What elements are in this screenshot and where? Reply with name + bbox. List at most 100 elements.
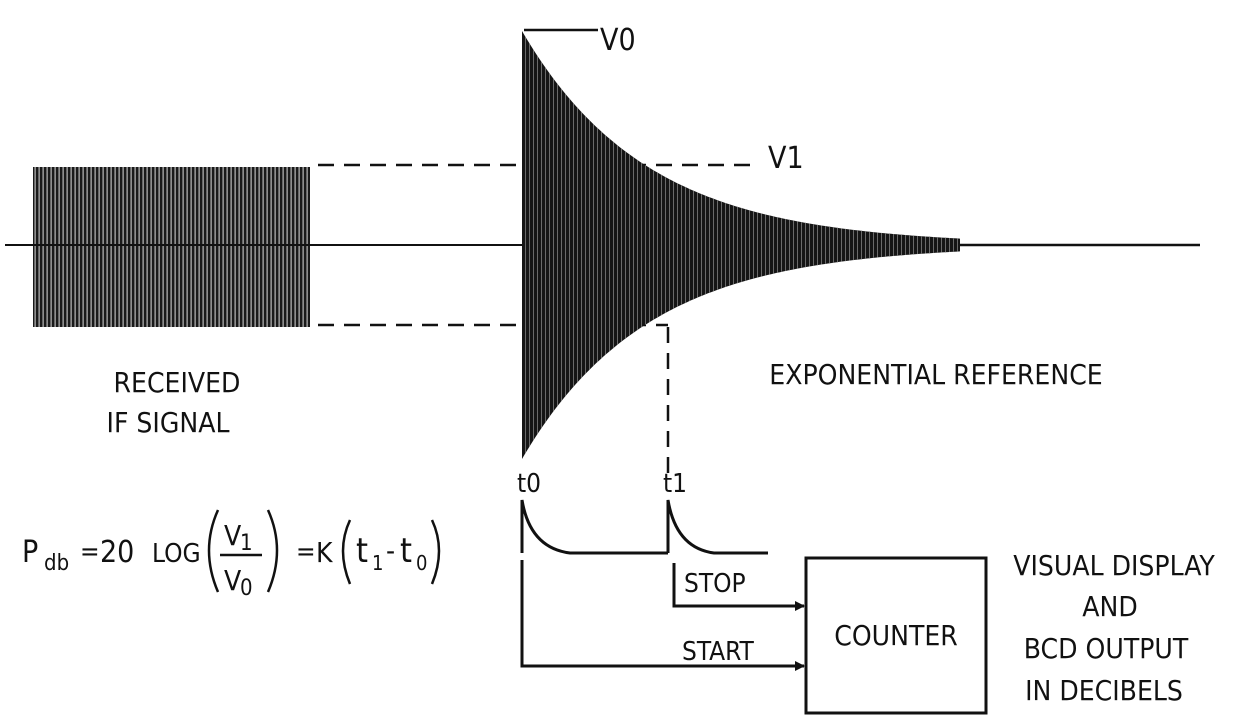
carrier-stripe: [833, 31, 834, 459]
counter-box: [804, 556, 988, 715]
carrier-stripe: [561, 31, 562, 459]
carrier-stripe: [765, 31, 766, 459]
carrier-stripe: [601, 31, 602, 459]
start-label: START: [682, 637, 754, 667]
carrier-stripe: [793, 31, 794, 459]
carrier-stripe: [657, 31, 658, 459]
carrier-stripe: [729, 31, 730, 459]
carrier-stripe: [645, 31, 646, 459]
carrier-stripe: [549, 31, 550, 459]
formula-p: P: [22, 535, 38, 570]
carrier-stripe: [653, 31, 654, 459]
formula-numerator-subscript: 1: [240, 531, 253, 556]
carrier-stripe: [641, 31, 642, 459]
formula-equals: =: [80, 537, 100, 567]
carrier-stripe: [865, 31, 866, 459]
carrier-stripe: [857, 31, 858, 459]
carrier-stripe: [913, 31, 914, 459]
formula-left-paren-2: [341, 519, 352, 585]
carrier-stripe: [949, 31, 950, 459]
carrier-stripe: [937, 31, 938, 459]
carrier-stripe: [773, 31, 774, 459]
carrier-stripe: [861, 31, 862, 459]
carrier-stripe: [893, 31, 894, 459]
carrier-stripe: [873, 31, 874, 459]
carrier-stripe: [717, 31, 718, 459]
carrier-stripe: [801, 31, 802, 459]
carrier-stripe: [917, 31, 918, 459]
carrier-stripe: [753, 31, 754, 459]
carrier-stripe: [661, 31, 662, 459]
formula-denominator-subscript: 0: [240, 576, 253, 601]
received-if-signal-waveform: [33, 167, 310, 327]
carrier-stripe: [933, 31, 934, 459]
carrier-stripe: [881, 31, 882, 459]
exponential-reference-label: EXPONENTIAL REFERENCE: [769, 358, 1102, 391]
carrier-stripe: [705, 31, 706, 459]
formula-minus: -: [386, 534, 395, 567]
carrier-stripe: [669, 31, 670, 459]
carrier-stripe: [769, 31, 770, 459]
carrier-stripe: [889, 31, 890, 459]
carrier-stripe: [757, 31, 758, 459]
formula-right-paren-2: [430, 519, 441, 585]
carrier-stripe: [573, 31, 574, 459]
carrier-stripe: [929, 31, 930, 459]
carrier-stripe: [533, 31, 534, 459]
carrier-stripe: [741, 31, 742, 459]
formula-equals-2: =: [296, 537, 316, 567]
carrier-stripe: [609, 31, 610, 459]
output-label-line3: BCD OUTPUT: [1024, 632, 1189, 665]
carrier-stripe: [761, 31, 762, 459]
carrier-stripe: [905, 31, 906, 459]
t1-label: t1: [663, 469, 687, 499]
carrier-stripe: [877, 31, 878, 459]
decay-carrier-stripes: [525, 31, 958, 459]
carrier-stripe: [541, 31, 542, 459]
carrier-stripe: [821, 31, 822, 459]
carrier-stripe: [597, 31, 598, 459]
carrier-stripe: [637, 31, 638, 459]
carrier-stripe: [593, 31, 594, 459]
carrier-stripe: [525, 31, 526, 459]
stop-label: STOP: [684, 569, 746, 599]
carrier-stripe: [677, 31, 678, 459]
formula-denominator-v: V: [224, 564, 242, 597]
carrier-stripe: [845, 31, 846, 459]
formula-t1: t: [356, 531, 368, 571]
carrier-stripe: [697, 31, 698, 459]
carrier-stripe: [841, 31, 842, 459]
output-label-line2: AND: [1082, 590, 1137, 623]
formula-p-subscript: db: [44, 551, 69, 576]
carrier-stripe: [605, 31, 606, 459]
carrier-stripe: [721, 31, 722, 459]
carrier-stripe: [817, 31, 818, 459]
carrier-stripe: [685, 31, 686, 459]
formula-t1-subscript: 1: [372, 551, 383, 575]
carrier-stripe: [849, 31, 850, 459]
carrier-stripe: [745, 31, 746, 459]
carrier-stripe: [925, 31, 926, 459]
carrier-stripe: [837, 31, 838, 459]
carrier-stripe: [885, 31, 886, 459]
carrier-stripe: [665, 31, 666, 459]
output-label-line4: IN DECIBELS: [1025, 674, 1183, 707]
decibel-formula: P db = 20 LOG V 1 V 0 = K t 1 - t 0: [22, 509, 441, 601]
carrier-stripe: [553, 31, 554, 459]
carrier-stripe: [909, 31, 910, 459]
carrier-stripe: [617, 31, 618, 459]
carrier-stripe: [545, 31, 546, 459]
carrier-stripe: [589, 31, 590, 459]
formula-t0: t: [400, 531, 412, 571]
formula-coefficient: 20: [100, 535, 134, 570]
carrier-stripe: [805, 31, 806, 459]
carrier-stripe: [941, 31, 942, 459]
carrier-stripe: [709, 31, 710, 459]
formula-right-paren: [266, 509, 279, 593]
carrier-stripe: [921, 31, 922, 459]
carrier-stripe: [737, 31, 738, 459]
formula-left-paren: [207, 509, 220, 593]
carrier-stripe: [829, 31, 830, 459]
carrier-stripe: [945, 31, 946, 459]
carrier-stripe: [777, 31, 778, 459]
